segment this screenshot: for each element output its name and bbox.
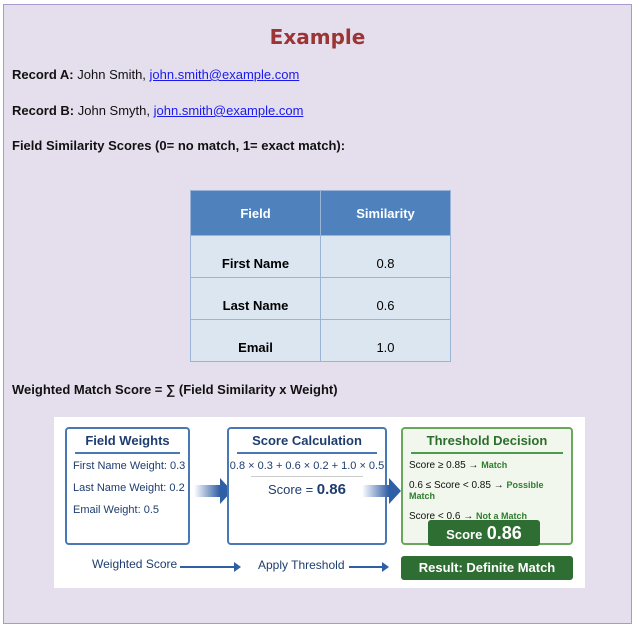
calc-score-value: 0.86 [316,481,346,498]
rule-condition: Score < 0.6 → [409,511,474,522]
example-panel: Example Record A: John Smith, john.smith… [3,4,632,624]
arrow-icon [194,478,232,504]
field-weights-box: Field Weights First Name Weight: 0.3 Las… [65,427,190,545]
record-a: Record A: John Smith, john.smith@example… [12,67,299,82]
threshold-rule: Score < 0.6 → Not a Match [409,511,571,522]
score-badge-value: 0.86 [486,523,522,543]
cell-similarity: 0.6 [320,277,451,320]
cell-field: Email [190,319,321,362]
weight-item: Last Name Weight: 0.2 [73,482,185,494]
record-b: Record B: John Smyth, john.smith@example… [12,103,303,118]
header-field: Field [190,190,321,236]
cell-similarity: 1.0 [320,319,451,362]
record-a-label: Record A: [12,67,74,82]
rule-condition: 0.6 ≤ Score < 0.85 → [409,480,504,491]
cell-field: First Name [190,235,321,278]
weight-item: First Name Weight: 0.3 [73,460,186,472]
record-a-name: John Smith, [77,67,146,82]
rule-result: Not a Match [475,511,527,521]
score-calculation-box: Score Calculation 0.8 × 0.3 + 0.6 × 0.2 … [227,427,387,545]
threshold-title: Threshold Decision [426,433,548,448]
flow-arrow-icon [349,562,389,572]
calc-score: Score = 0.86 [229,481,385,498]
flow-apply-threshold: Apply Threshold [258,558,345,572]
rule-condition: Score ≥ 0.85 → [409,460,479,471]
score-badge-label: Score [446,527,483,542]
score-badge: Score 0.86 [428,520,540,546]
cell-similarity: 0.8 [320,235,451,278]
threshold-rule: Score ≥ 0.85 → Match [409,460,571,471]
weight-item: Email Weight: 0.5 [73,504,160,516]
scoring-diagram: Field Weights First Name Weight: 0.3 Las… [54,417,585,588]
cell-field: Last Name [190,277,321,320]
rule-result: Match [481,460,508,470]
record-a-email-link[interactable]: john.smith@example.com [149,67,300,82]
arrow-icon [362,478,401,504]
record-b-email-link[interactable]: john.smith@example.com [153,103,304,118]
formula: Weighted Match Score = ∑ (Field Similari… [12,382,338,397]
record-b-label: Record B: [12,103,75,118]
field-weights-title: Field Weights [85,433,170,448]
rule-result: Possible Match [409,480,544,501]
scores-heading: Field Similarity Scores (0= no match, 1=… [12,138,346,153]
header-similarity: Similarity [320,190,451,236]
calc-expression: 0.8 × 0.3 + 0.6 × 0.2 + 1.0 × 0.5 [229,460,385,472]
page-title: Example [269,25,366,49]
flow-arrow-icon [180,562,241,572]
result-badge: Result: Definite Match [401,556,573,580]
calc-score-label: Score = [268,482,314,497]
record-b-name: John Smyth, [77,103,151,118]
score-calculation-title: Score Calculation [252,433,362,448]
threshold-rule: 0.6 ≤ Score < 0.85 → Possible Match [409,480,571,502]
flow-weighted-score: Weighted Score [92,557,178,571]
